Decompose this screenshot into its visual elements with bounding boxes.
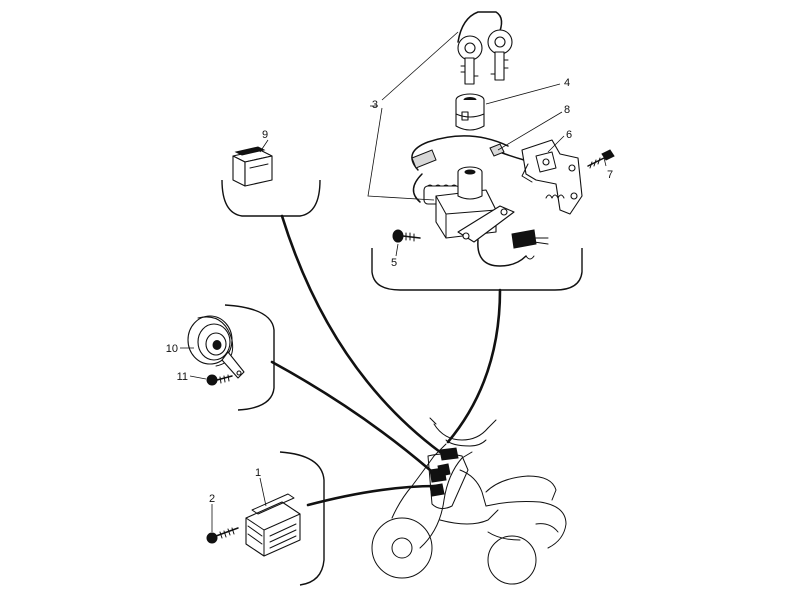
- leader-lines: [180, 31, 607, 532]
- screw-7-part: [587, 149, 615, 169]
- regulator-part: [245, 493, 301, 557]
- scooter-outline: [371, 417, 567, 585]
- connector-line-regulator: [306, 484, 438, 507]
- callout-11: 11: [177, 371, 188, 383]
- callout-5: 5: [391, 257, 397, 269]
- screw-2-part: [206, 527, 239, 544]
- frame-ignition-group: [371, 248, 583, 291]
- callout-6: 6: [566, 129, 572, 141]
- key-pair-part: [457, 11, 513, 85]
- frame-regulator-group: [279, 451, 325, 586]
- lock-cylinder-part: [455, 93, 485, 131]
- callout-7: 7: [607, 169, 613, 181]
- relay-part: [232, 146, 273, 187]
- callout-8: 8: [564, 104, 570, 116]
- frame-horn-group: [224, 304, 275, 411]
- callout-9: 9: [262, 129, 268, 141]
- callout-1: 1: [255, 467, 261, 479]
- screw-11-part: [206, 374, 233, 386]
- screw-5-part: [392, 229, 421, 243]
- callout-4: 4: [564, 77, 570, 89]
- seat-lock-part: [489, 139, 583, 215]
- callout-3: 3: [372, 99, 378, 111]
- main-switch-part: [411, 135, 549, 267]
- callout-labels: 9 3 4 8 6 7 5 10 11 1 2: [166, 77, 613, 505]
- frame-relay-group: [221, 179, 321, 217]
- callout-10: 10: [166, 343, 178, 355]
- connector-line-ignition: [446, 288, 502, 444]
- callout-2: 2: [209, 493, 215, 505]
- connector-line-horn: [270, 360, 432, 472]
- connector-line-relay: [280, 214, 442, 454]
- horn-part: [187, 315, 245, 379]
